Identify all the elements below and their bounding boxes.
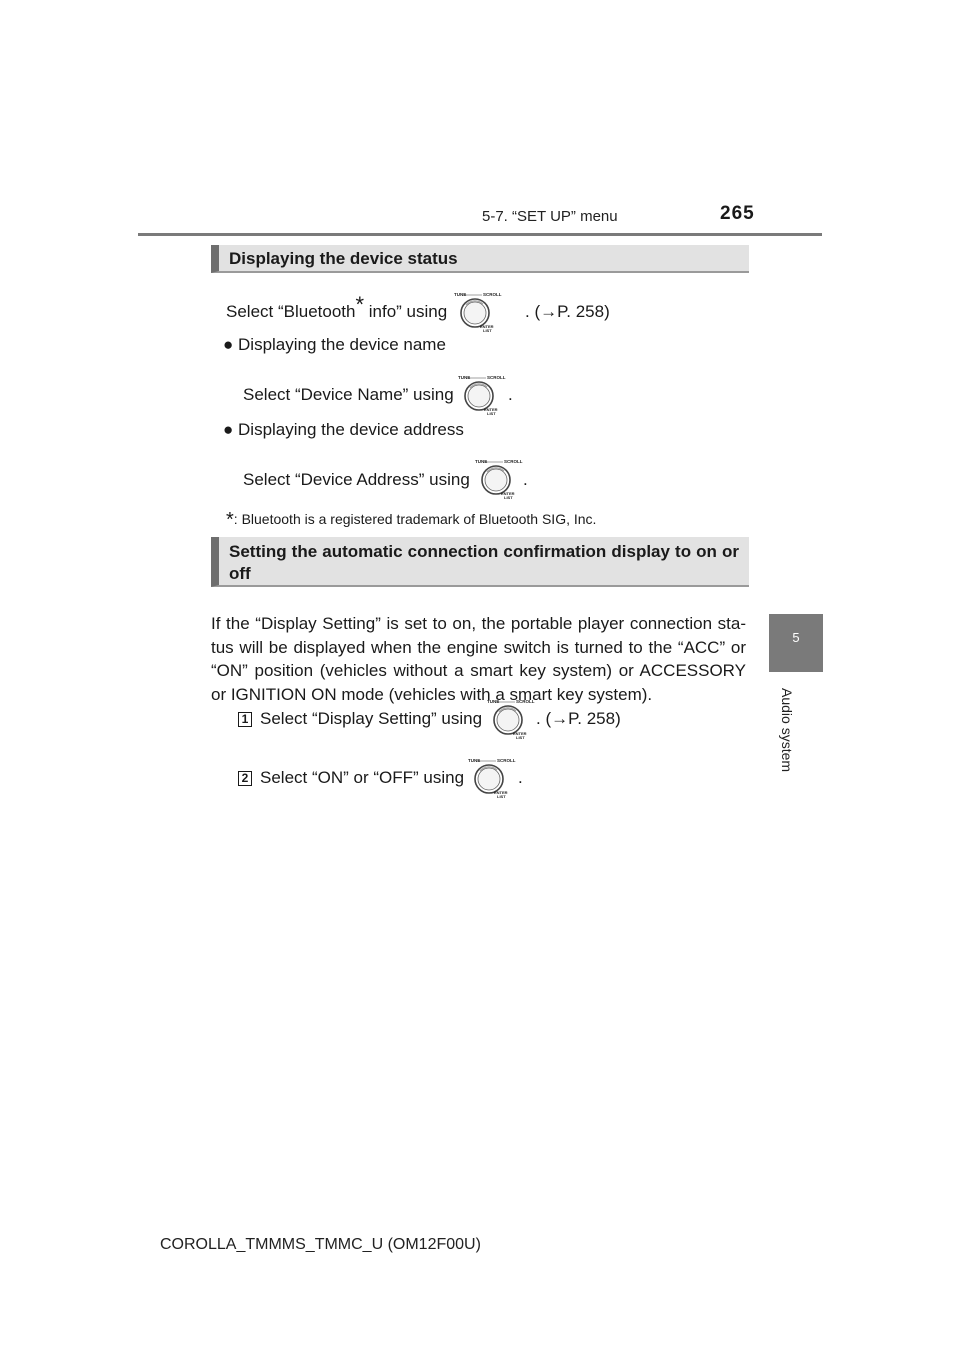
svg-text:LIST: LIST	[487, 411, 496, 416]
body-paragraph: If the “Display Setting” is set to on, t…	[211, 614, 746, 704]
svg-text:TUNE: TUNE	[454, 292, 466, 297]
svg-text:ENTER: ENTER	[501, 491, 515, 496]
bullet-device-address-text: Select “Device Address” using	[243, 470, 470, 489]
bullet-device-name-end: .	[508, 385, 513, 404]
bullet-device-name: ● Displaying the device name	[223, 335, 446, 354]
svg-text:TUNE: TUNE	[468, 758, 480, 763]
svg-text:LIST: LIST	[483, 328, 492, 333]
document-footer: COROLLA_TMMMS_TMMC_U (OM12F00U)	[160, 1236, 481, 1253]
svg-text:SCROLL: SCROLL	[483, 292, 502, 297]
svg-text:SCROLL: SCROLL	[497, 758, 516, 763]
svg-text:SCROLL: SCROLL	[487, 375, 506, 380]
header-divider	[138, 233, 822, 236]
svg-text:ENTER: ENTER	[484, 407, 498, 412]
page-number: 265	[720, 203, 755, 224]
chapter-number: 5	[792, 630, 800, 645]
step-2-text: Select “ON” or “OFF” using	[260, 768, 465, 787]
step-number-2: 2	[238, 771, 252, 786]
section-heading-connection-display: Setting the automatic connection confirm…	[211, 537, 749, 587]
svg-text:LIST: LIST	[516, 735, 525, 740]
step-1-text: Select “Display Setting” using	[260, 709, 483, 728]
section-heading-device-status: Displaying the device status	[211, 245, 749, 273]
step-number-1: 1	[238, 712, 252, 727]
intro-line-end: . (→P. 258)	[525, 302, 610, 321]
bullet-device-address-end: .	[523, 470, 528, 489]
step-2-end: .	[518, 768, 523, 787]
svg-text:SCROLL: SCROLL	[516, 699, 535, 704]
svg-text:SCROLL: SCROLL	[504, 459, 523, 464]
footnote: *: Bluetooth is a registered trademark o…	[226, 509, 597, 531]
svg-text:ENTER: ENTER	[494, 790, 508, 795]
svg-text:LIST: LIST	[504, 495, 513, 500]
step-1-end: . (→P. 258)	[536, 709, 621, 728]
chapter-label: Audio system	[779, 688, 795, 773]
svg-text:ENTER: ENTER	[480, 324, 494, 329]
svg-text:TUNE: TUNE	[475, 459, 487, 464]
chapter-tab	[769, 614, 823, 672]
intro-line: Select “Bluetooth* info” using	[226, 292, 448, 321]
section-title: 5-7. “SET UP” menu	[482, 208, 618, 225]
svg-text:ENTER: ENTER	[513, 731, 527, 736]
bullet-device-address: ● Displaying the device address	[223, 420, 464, 439]
svg-text:LIST: LIST	[497, 794, 506, 799]
svg-text:TUNE: TUNE	[458, 375, 470, 380]
bullet-device-name-text: Select “Device Name” using	[243, 385, 454, 404]
svg-text:TUNE: TUNE	[487, 699, 499, 704]
